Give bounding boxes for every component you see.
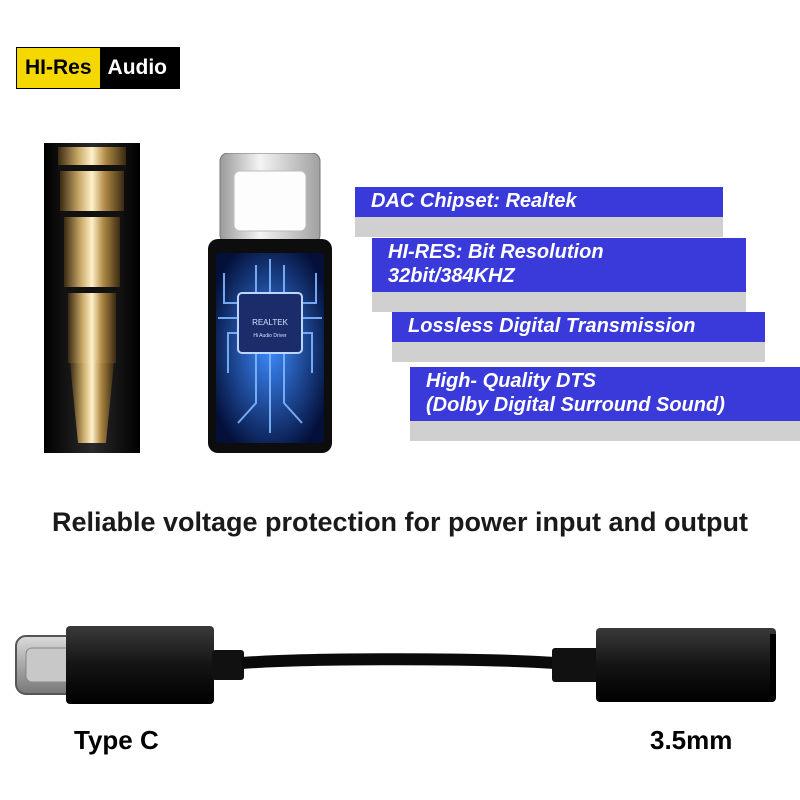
feature-shadow [392, 342, 765, 362]
feature-line: DAC Chipset: Realtek [371, 190, 577, 212]
feature-lossless: Lossless Digital Transmission [392, 312, 765, 362]
badge-audio-text: Audio [99, 48, 180, 88]
feature-shadow [410, 421, 800, 441]
adapter-cable-image [15, 626, 776, 704]
audio-jack-closeup-image [44, 143, 140, 453]
feature-banner: Lossless Digital Transmission [392, 312, 765, 342]
feature-dac-chipset: DAC Chipset: Realtek [355, 187, 723, 237]
chip-sub-text: Hi Audio Driver [253, 333, 287, 339]
voltage-protection-tagline: Reliable voltage protection for power in… [51, 507, 748, 537]
feature-banner: DAC Chipset: Realtek [355, 187, 723, 217]
feature-banner: HI-RES: Bit Resolution 32bit/384KHZ [372, 238, 746, 292]
feature-line: Lossless Digital Transmission [408, 315, 696, 337]
type-c-connector-chip-image: REALTEK Hi Audio Driver [208, 153, 332, 453]
feature-banner: High- Quality DTS (Dolby Digital Surroun… [410, 367, 800, 421]
feature-dts: High- Quality DTS (Dolby Digital Surroun… [410, 367, 800, 441]
feature-line: (Dolby Digital Surround Sound) [426, 394, 725, 416]
feature-line: HI-RES: Bit Resolution [388, 241, 604, 263]
feature-hi-res: HI-RES: Bit Resolution 32bit/384KHZ [372, 238, 746, 312]
hi-res-audio-badge: HI-Res Audio [16, 47, 181, 89]
type-c-label: Type C [74, 725, 159, 755]
jack-label: 3.5mm [650, 725, 733, 755]
feature-shadow [355, 217, 723, 237]
feature-line: 32bit/384KHZ [388, 265, 515, 287]
chip-brand-text: REALTEK [252, 318, 289, 327]
feature-shadow [372, 292, 746, 312]
badge-hi-res-text: HI-Res [17, 48, 100, 88]
feature-line: High- Quality DTS [426, 370, 596, 392]
